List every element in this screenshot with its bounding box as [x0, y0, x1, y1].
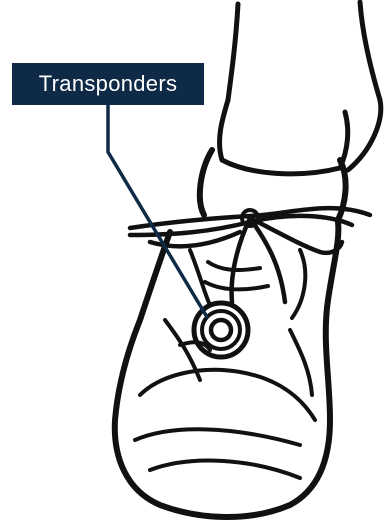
leader-line — [108, 105, 207, 317]
leg-outline-icon — [228, 2, 381, 170]
toe-cap-icon — [135, 370, 315, 478]
sock-icon — [220, 100, 348, 174]
transponders-label: Transponders — [12, 63, 204, 105]
